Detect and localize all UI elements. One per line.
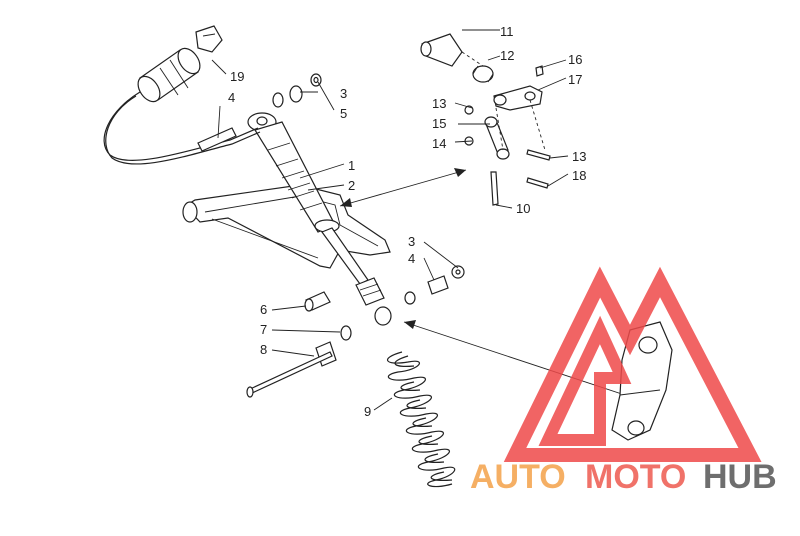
callout-1: 1 xyxy=(348,158,355,173)
callout-17: 18 xyxy=(572,168,586,183)
callout-13-top: 13 xyxy=(432,96,446,111)
callout-3-bottom: 3 xyxy=(408,234,415,249)
callout-3-top: 3 xyxy=(340,86,347,101)
linkage-parts xyxy=(420,33,551,206)
callout-12: 13 xyxy=(572,149,586,164)
callout-9: 9 xyxy=(364,404,371,419)
callout-10: 11 xyxy=(500,24,514,39)
watermark-text-auto: AUTO xyxy=(470,458,566,496)
callout-19: 19 xyxy=(230,69,244,84)
callout-15: 16 xyxy=(568,52,582,67)
callout-16: 17 xyxy=(568,72,582,87)
top-shock-hardware xyxy=(197,73,322,152)
callout-numbers: 19 4 3 5 1 2 11 12 16 17 13 15 14 13 18 … xyxy=(228,24,586,419)
callout-8: 8 xyxy=(260,342,267,357)
callout-7: 7 xyxy=(260,322,267,337)
callout-2: 2 xyxy=(348,178,355,193)
shock-absorber xyxy=(247,112,385,306)
callout-5: 5 xyxy=(340,106,347,121)
leader-lines xyxy=(211,29,569,411)
reservoir-and-hose xyxy=(103,25,261,165)
callout-14: 15 xyxy=(432,116,446,131)
coil-spring xyxy=(387,351,456,488)
bottom-hardware xyxy=(246,265,465,398)
callout-4-top: 4 xyxy=(228,90,235,105)
callout-11: 12 xyxy=(500,48,514,63)
callout-4-bottom: 4 xyxy=(408,251,415,266)
callout-6: 6 xyxy=(260,302,267,317)
callout-13-bottom: 14 xyxy=(432,136,446,151)
watermark-text-hub: HUB xyxy=(703,458,777,496)
callout-18: 10 xyxy=(516,201,530,216)
watermark-text-moto: MOTO xyxy=(585,458,686,496)
a-arm-frame xyxy=(182,184,391,269)
watermark-logo: AUTO MOTO HUB xyxy=(470,266,777,496)
